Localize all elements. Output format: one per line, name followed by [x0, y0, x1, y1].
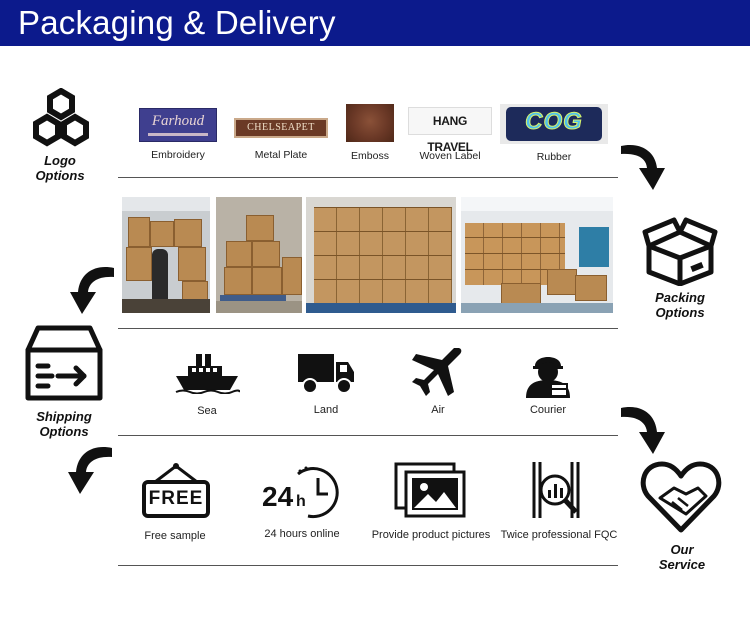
picture-icon	[394, 462, 466, 518]
stacked-cartons-photo	[306, 197, 456, 313]
curved-arrow-icon	[66, 262, 118, 320]
fqc-caption: Twice professional FQC	[500, 529, 618, 541]
inspection-icon	[528, 460, 584, 522]
product-pictures-caption: Provide product pictures	[371, 529, 491, 541]
air-caption: Air	[431, 404, 445, 416]
page-title: Packaging & Delivery	[18, 4, 336, 41]
curved-arrow-icon	[66, 442, 116, 500]
packing-options-label: Packing Options	[655, 290, 705, 320]
woven-label-sample: HANG TRAVEL	[408, 107, 492, 154]
our-service-label: Our Service	[658, 542, 706, 572]
courier-caption: Courier	[529, 404, 567, 416]
land-caption: Land	[313, 404, 339, 416]
rubber-sample: COG	[500, 104, 608, 144]
delivery-box-icon	[24, 322, 104, 402]
divider	[118, 177, 618, 178]
metal-plate-caption: Metal Plate	[254, 149, 308, 161]
hexagons-icon	[30, 87, 92, 150]
header-banner: Packaging & Delivery	[0, 0, 750, 46]
divider	[118, 435, 618, 436]
emboss-sample	[346, 104, 394, 142]
curved-arrow-icon	[617, 402, 669, 460]
embroidery-sample: Farhoud	[139, 108, 217, 142]
factory-cartons-photo	[461, 197, 613, 313]
courier-icon	[523, 346, 573, 398]
rubber-caption: Rubber	[536, 151, 572, 163]
free-sign-icon: FREE	[141, 462, 211, 520]
free-sign-text: FREE	[148, 488, 204, 509]
truck-icon	[296, 350, 356, 396]
divider	[118, 565, 618, 566]
woven-label-caption: Woven Label	[419, 150, 481, 162]
free-sample-caption: Free sample	[144, 530, 206, 542]
container-loading-photo	[122, 197, 210, 313]
24-hours-online-caption: 24 hours online	[264, 528, 340, 540]
shipping-options-label: Shipping Options	[36, 409, 92, 439]
warehouse-pallet-photo	[216, 197, 302, 313]
metal-plate-sample: CHELSEAPET	[234, 118, 328, 138]
ship-icon	[174, 352, 241, 395]
logo-options-label: Logo Options	[35, 153, 85, 183]
embroidery-caption: Embroidery	[151, 149, 205, 161]
heart-handshake-icon	[640, 458, 722, 534]
airplane-icon	[410, 344, 466, 400]
emboss-caption: Emboss	[351, 150, 389, 162]
sea-caption: Sea	[197, 405, 217, 417]
divider	[118, 328, 618, 329]
open-box-icon	[641, 206, 719, 287]
clock-24h-icon: 24 h	[262, 462, 344, 522]
curved-arrow-icon	[617, 140, 669, 196]
